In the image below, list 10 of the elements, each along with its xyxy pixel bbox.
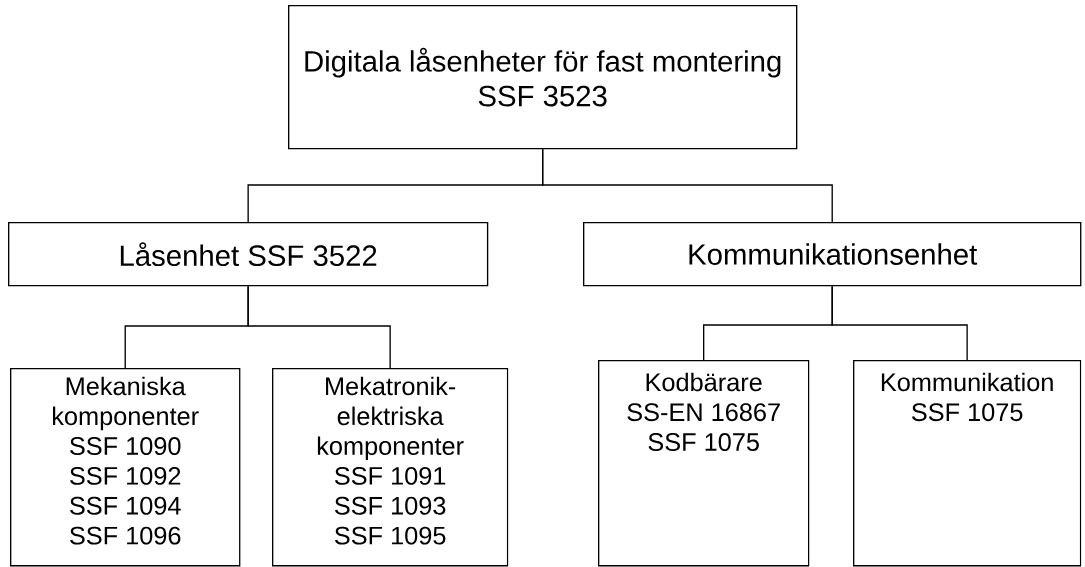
connector-line — [831, 285, 968, 361]
component-box: Mekatronik-elektriska komponenter SSF 1091 SSF 1093 SSF 1095 — [272, 368, 509, 567]
component-box: Kodbärare SS-EN 16867 SSF 1075 — [598, 360, 810, 567]
category-box: Låsenhet SSF 3522 — [8, 222, 489, 287]
connector-line — [542, 148, 833, 223]
component-box: Kommunikation SSF 1075 — [853, 360, 1082, 567]
connector-line — [247, 285, 391, 369]
category-box: Kommunikationsenhet — [583, 222, 1082, 287]
title-box: Digitala låsenheter för fast montering SSF 3523 — [288, 5, 798, 150]
component-box: Mekaniska komponenter SSF 1090 SSF 1092 SSF 1094 SSF 1096 — [10, 368, 241, 567]
